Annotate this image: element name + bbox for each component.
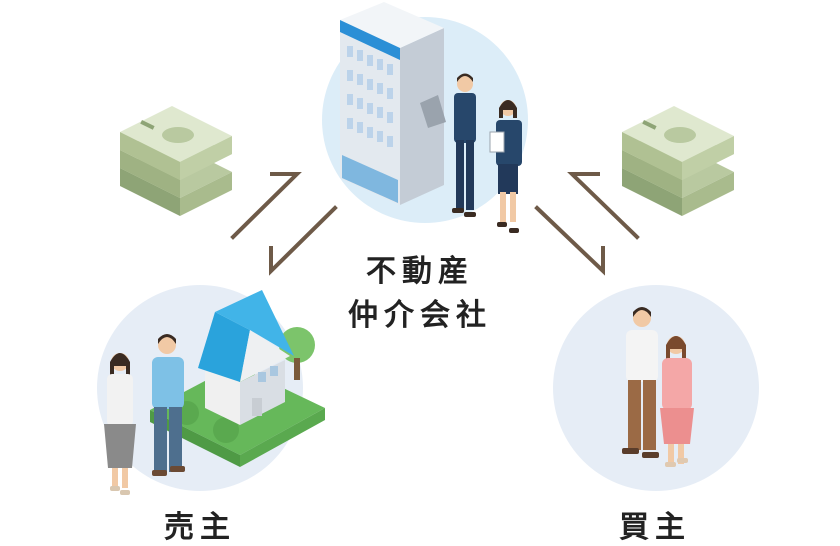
office-building-icon xyxy=(340,2,444,205)
buyer-woman-figure xyxy=(660,336,694,467)
buyer-label: 買主 xyxy=(619,510,691,545)
seller-label: 売主 xyxy=(164,510,236,545)
arrow-icon xyxy=(534,205,605,276)
seller-man-figure xyxy=(152,334,185,476)
arrow-icon xyxy=(567,172,640,240)
house-icon xyxy=(198,290,294,425)
agency-label-line2: 仲介会社 xyxy=(348,298,492,333)
banknote-stack-icon xyxy=(120,106,232,216)
businesswoman-figure xyxy=(489,100,522,233)
businessman-figure xyxy=(420,73,476,217)
seller-woman-figure xyxy=(104,353,136,495)
banknote-stack-icon xyxy=(622,106,734,216)
arrow-icon xyxy=(230,172,302,240)
agency-illustration xyxy=(322,2,528,233)
agency-label-line1: 不動産 xyxy=(366,254,474,289)
buyer-illustration xyxy=(553,285,759,491)
seller-illustration xyxy=(97,285,325,495)
buyer-man-figure xyxy=(622,307,659,458)
arrow-icon xyxy=(269,205,338,276)
